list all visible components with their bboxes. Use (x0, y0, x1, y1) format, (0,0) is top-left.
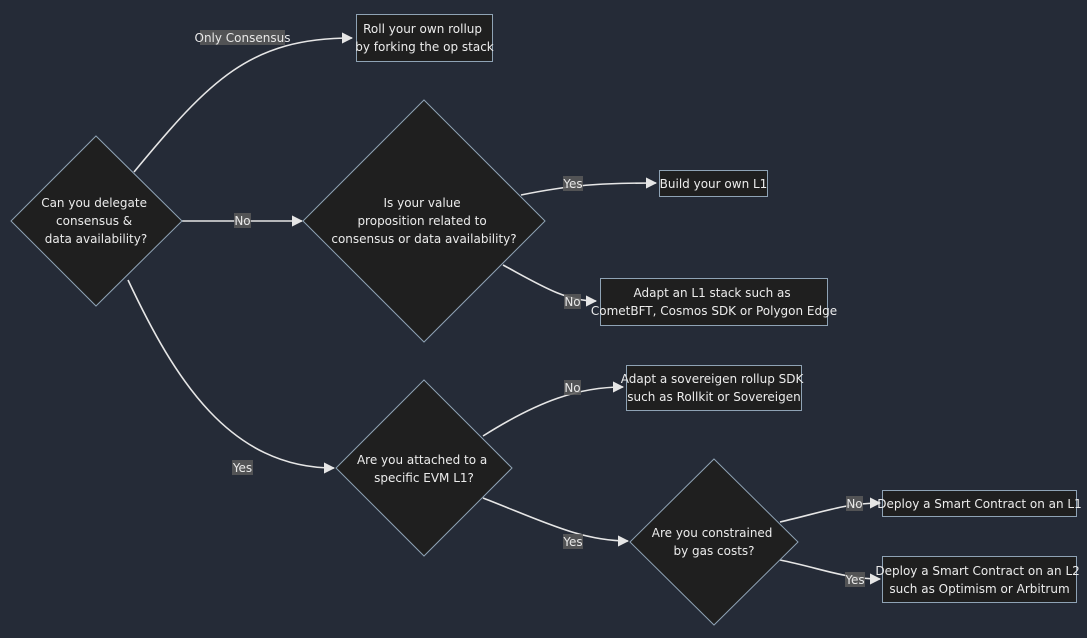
svg-text:Yes: Yes (232, 461, 252, 475)
svg-text:Yes: Yes (562, 535, 582, 549)
edge-gas-to-deploy-l1 (779, 497, 882, 523)
edge-label-delegate-yes: Yes (232, 460, 253, 475)
edge-label-gas-yes: Yes (844, 572, 865, 587)
decision-evm-label: Are you attached to a specific EVM L1? (357, 453, 491, 485)
edge-label-value-yes: Yes (562, 176, 583, 191)
outcome-rollup-fork-label: Roll your own rollup by forking the op s… (355, 22, 494, 54)
outcome-deploy-l1: Deploy a Smart Contract on an L1 (877, 490, 1082, 517)
edge-label-delegate-no: No (234, 213, 251, 228)
svg-text:No: No (234, 214, 250, 228)
edge-evm-to-sovereign (482, 381, 625, 437)
outcome-own-l1-label: Build your own L1 (660, 177, 768, 191)
decision-value-prop-label: Is your value proposition related to con… (331, 196, 516, 246)
outcome-sovereign-label: Adapt a sovereigen rollup SDK such as Ro… (621, 372, 807, 404)
edge-label-only-consensus: Only Consensus (195, 30, 291, 45)
edge-label-gas-no: No (846, 496, 863, 511)
edge-value-to-own-l1 (520, 177, 658, 196)
edge-label-value-no: No (564, 294, 581, 309)
outcome-sovereign: Adapt a sovereigen rollup SDK such as Ro… (621, 365, 807, 411)
decision-value-prop: Is your value proposition related to con… (302, 99, 546, 343)
outcome-deploy-l1-label: Deploy a Smart Contract on an L1 (877, 497, 1081, 511)
decision-delegate: Can you delegate consensus & data availa… (10, 135, 183, 307)
edge-evm-to-gas (482, 497, 630, 547)
outcome-rollup-fork: Roll your own rollup by forking the op s… (355, 14, 494, 62)
edge-gas-to-deploy-l2 (779, 559, 882, 585)
decision-gas: Are you constrained by gas costs? (629, 458, 799, 626)
svg-text:No: No (564, 295, 580, 309)
decision-delegate-label: Can you delegate consensus & data availa… (41, 196, 151, 246)
svg-text:No: No (564, 381, 580, 395)
edge-delegate-to-evm (127, 279, 336, 474)
edge-label-evm-yes: Yes (562, 534, 583, 549)
edge-label-evm-no: No (564, 380, 581, 395)
decision-gas-label: Are you constrained by gas costs? (652, 526, 777, 558)
svg-text:Yes: Yes (844, 573, 864, 587)
svg-text:Yes: Yes (562, 177, 582, 191)
svg-text:Only Consensus: Only Consensus (195, 31, 291, 45)
decision-evm: Are you attached to a specific EVM L1? (335, 379, 513, 557)
outcome-adapt-l1-label: Adapt an L1 stack such as CometBFT, Cosm… (591, 286, 837, 318)
svg-text:No: No (846, 497, 862, 511)
outcome-deploy-l2-label: Deploy a Smart Contract on an L2 such as… (875, 564, 1083, 596)
outcome-adapt-l1: Adapt an L1 stack such as CometBFT, Cosm… (591, 278, 837, 326)
edge-delegate-to-rollup-fork (133, 32, 354, 173)
edge-value-to-adapt-l1 (502, 264, 598, 307)
outcome-deploy-l2: Deploy a Smart Contract on an L2 such as… (875, 556, 1083, 603)
outcome-own-l1: Build your own L1 (659, 170, 768, 197)
